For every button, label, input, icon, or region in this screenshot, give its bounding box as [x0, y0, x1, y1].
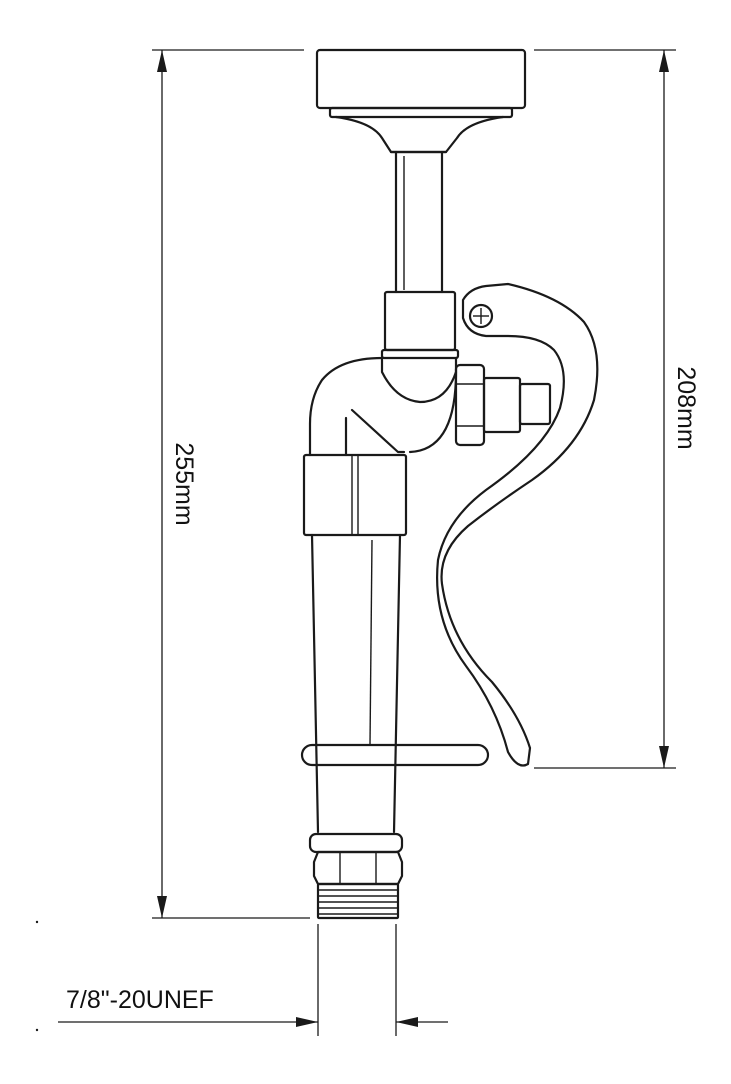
threaded-sleeve [302, 453, 408, 537]
dimension-lever-height [534, 49, 676, 769]
label-thread-spec: 7/8"-20UNEF [66, 986, 214, 1014]
retaining-ring [300, 743, 490, 767]
stray-mark [35, 920, 39, 924]
outlet-fitting [308, 832, 404, 920]
cap-flange [334, 115, 505, 154]
spout-tube [310, 533, 402, 834]
label-overall-height: 255mm [170, 442, 198, 525]
dimension-thread [58, 924, 448, 1036]
label-lever-height: 208mm [672, 366, 700, 449]
dimension-overall-height [152, 49, 310, 919]
faucet-outline [300, 48, 599, 920]
valve-collar [380, 290, 460, 360]
pivot-screw [468, 303, 494, 329]
stray-mark [35, 1028, 39, 1032]
mounting-cap [315, 48, 527, 119]
squeeze-lever [436, 282, 599, 767]
valve-hex-nut [454, 363, 552, 447]
valve-body [380, 356, 458, 404]
riser-pipe [394, 150, 444, 294]
